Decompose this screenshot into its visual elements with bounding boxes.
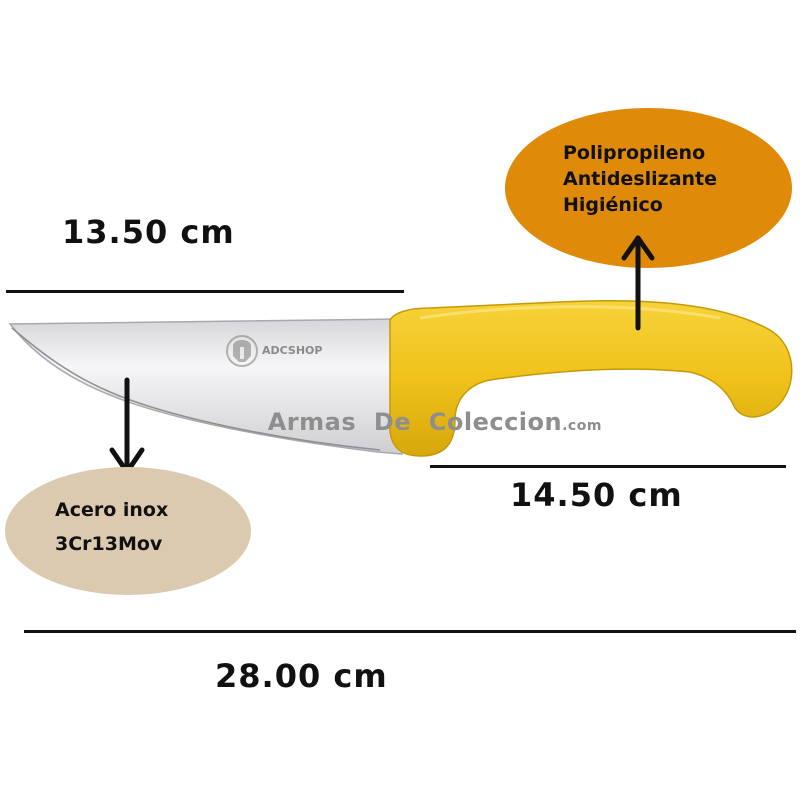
blade-material-line-1: Acero inox <box>55 499 169 521</box>
knife-handle <box>388 299 793 457</box>
helmet-logo-icon <box>226 335 258 367</box>
blade-material-bubble <box>5 467 251 595</box>
handle-highlight <box>419 305 721 320</box>
handle-length-label: 14.50 cm <box>510 476 683 514</box>
arrow-up-icon <box>621 235 655 331</box>
watermark-suffix: .com <box>562 418 602 434</box>
blade-material-line-2: 3Cr13Mov <box>55 533 163 555</box>
blade-length-line <box>6 290 404 293</box>
handle-material-line-1: Polipropileno <box>563 142 706 164</box>
blade-material-text: Acero inox 3Cr13Mov <box>55 493 168 561</box>
blade-length-label: 13.50 cm <box>62 213 235 251</box>
handle-material-line-3: Higiénico <box>563 194 663 216</box>
blade-edge <box>11 327 381 451</box>
handle-material-line-2: Antideslizante <box>563 168 718 190</box>
handle-material-text: Polipropileno Antideslizante Higiénico <box>563 140 717 218</box>
handle-material-bubble <box>505 108 792 268</box>
watermark-logo-text: ADCSHOP <box>262 344 323 357</box>
total-length-line <box>24 630 796 633</box>
handle-length-line <box>430 465 786 468</box>
knife-blade <box>8 318 403 455</box>
watermark-text: Armas De Coleccion.com <box>250 380 602 436</box>
total-length-label: 28.00 cm <box>215 657 388 695</box>
watermark-main: Armas De Coleccion <box>267 408 563 436</box>
